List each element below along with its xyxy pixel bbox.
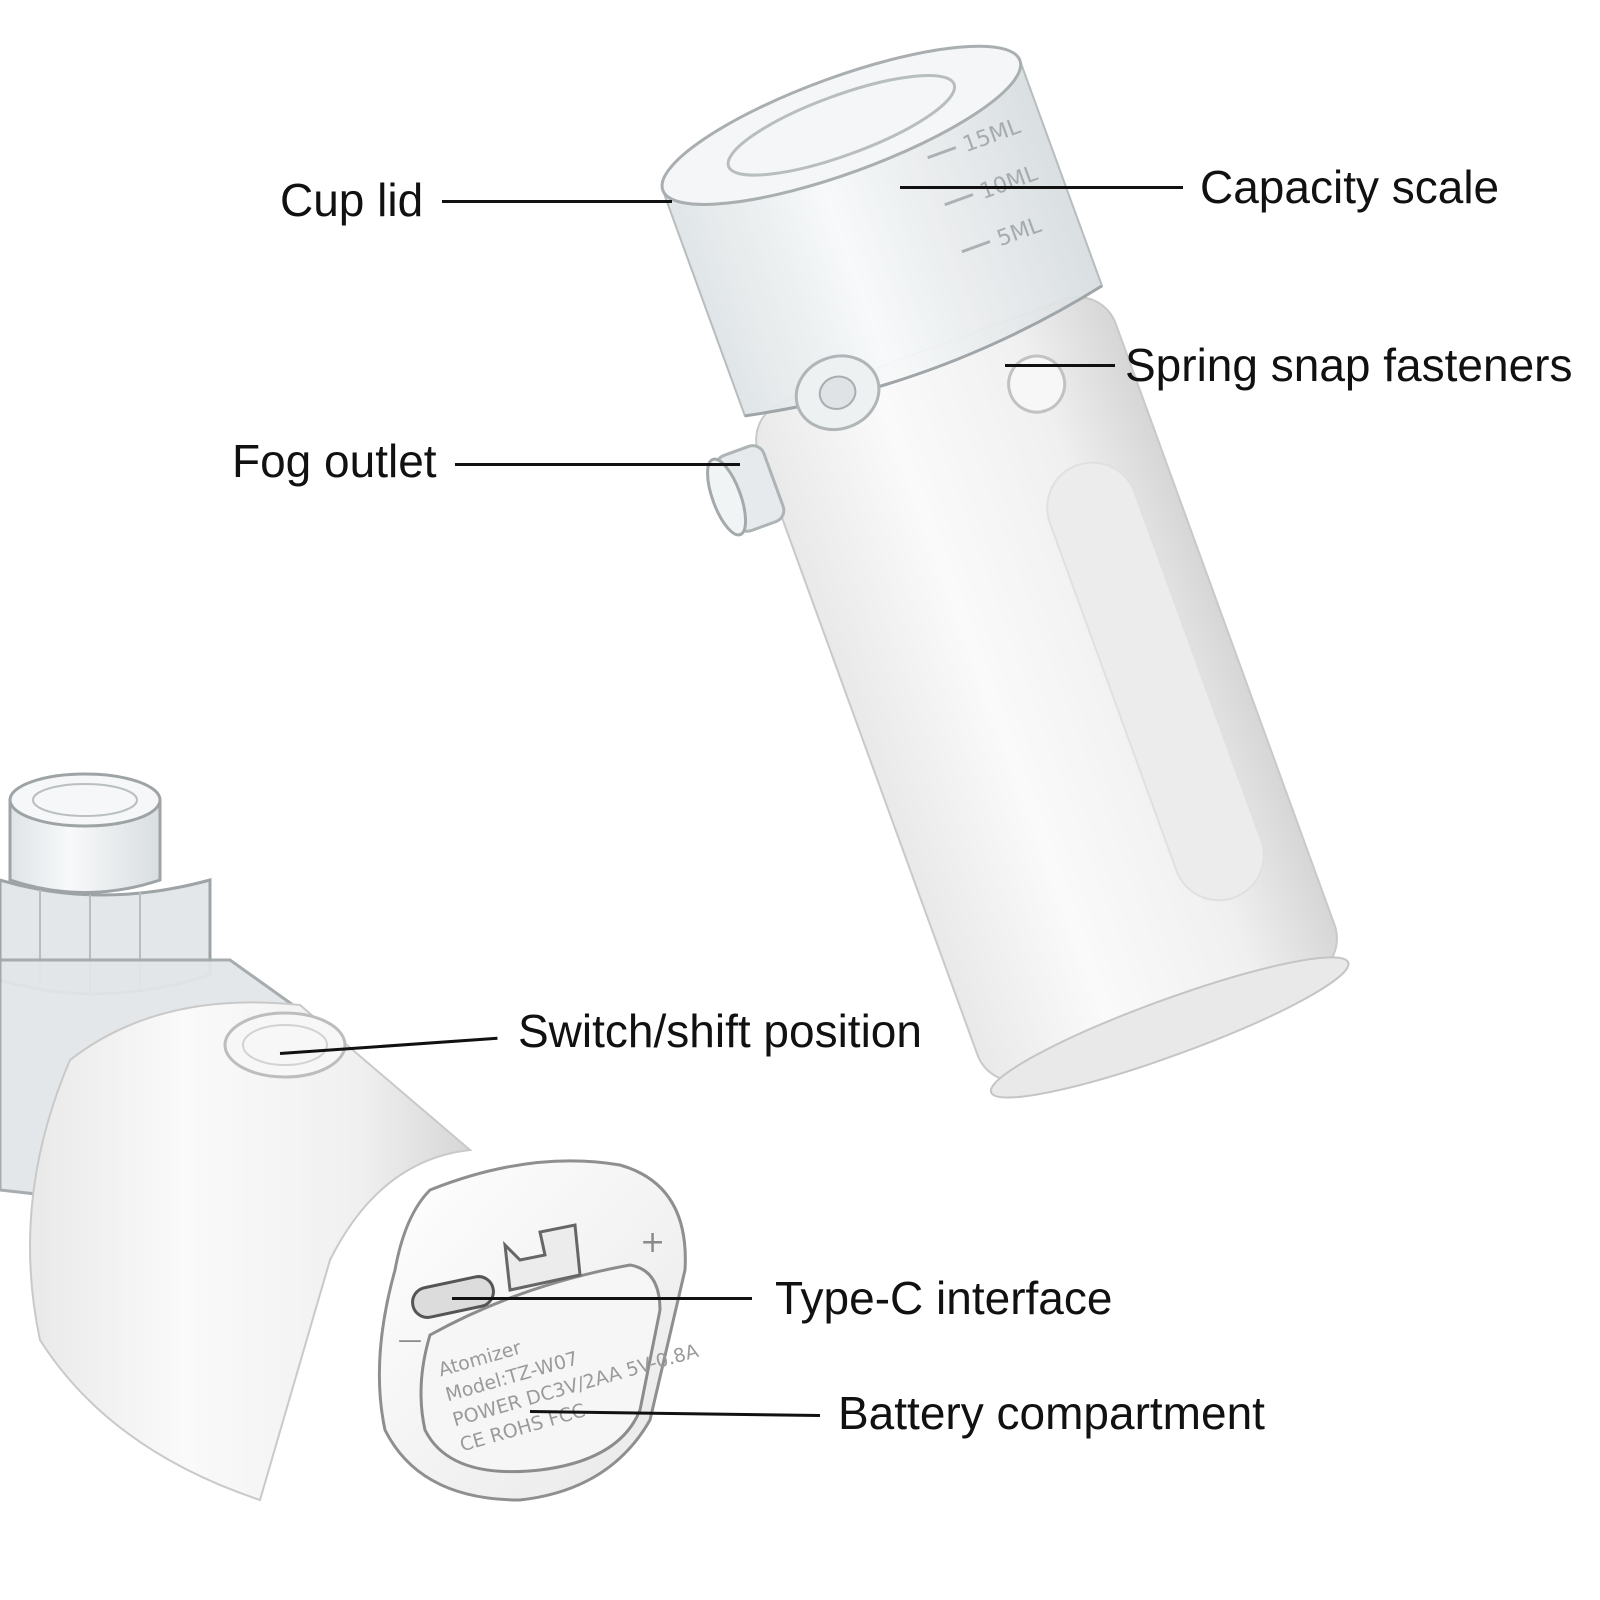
label-type-c-interface: Type-C interface	[775, 1272, 1113, 1324]
minus-mark: —	[398, 1326, 422, 1354]
leader-cup-lid	[442, 200, 672, 203]
cup-lid-shape	[726, 74, 957, 177]
leader-spring-snap	[1005, 364, 1115, 367]
label-switch-shift-position: Switch/shift position	[518, 1005, 922, 1057]
label-cup-lid: Cup lid	[280, 174, 424, 226]
battery-cover	[419, 1263, 662, 1474]
switch-button	[223, 1011, 347, 1079]
upper-bottom-end	[989, 956, 1350, 1099]
lower-device: Atomizer Model:TZ-W07 POWER DC3V/2AA 5V-…	[0, 772, 701, 1502]
upper-cup-rim	[660, 44, 1023, 206]
label-fog-outlet: Fog outlet	[232, 435, 437, 487]
spring-snap-button	[1007, 354, 1067, 414]
label-battery-compartment: Battery compartment	[838, 1387, 1265, 1439]
leader-fog-outlet	[455, 463, 740, 466]
upper-seam	[744, 284, 1103, 418]
fog-outlet-nozzle	[706, 444, 786, 537]
label-capacity-scale: Capacity scale	[1200, 161, 1500, 213]
lower-body	[29, 1001, 473, 1502]
plus-mark: +	[640, 1225, 665, 1260]
label-spring-snap-fasteners: Spring snap fasteners	[1125, 339, 1573, 391]
leader-type-c	[452, 1297, 752, 1300]
leader-capacity-scale	[900, 186, 1183, 189]
upper-grip-groove	[1046, 461, 1265, 902]
battery-latch	[503, 1223, 582, 1292]
upper-device: 15ML 10ML 5ML	[660, 44, 1350, 1099]
